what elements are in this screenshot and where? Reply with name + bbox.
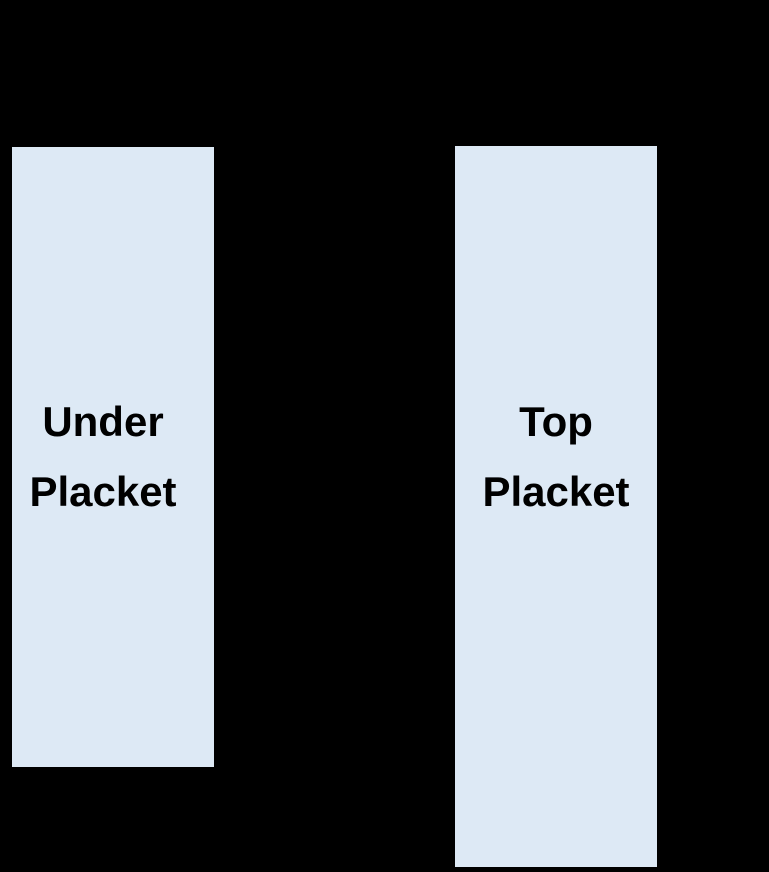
under-placket-label-line2: Placket <box>29 468 177 515</box>
top-placket-label-line2: Placket <box>482 468 630 515</box>
under-placket-rect: Under Placket <box>12 147 214 767</box>
top-placket-label: Top Placket <box>455 387 657 527</box>
under-placket-label-line1: Under <box>42 398 164 445</box>
under-placket-label: Under Placket <box>2 387 204 527</box>
top-placket-label-line1: Top <box>519 398 593 445</box>
top-placket-rect: Top Placket <box>455 146 657 867</box>
